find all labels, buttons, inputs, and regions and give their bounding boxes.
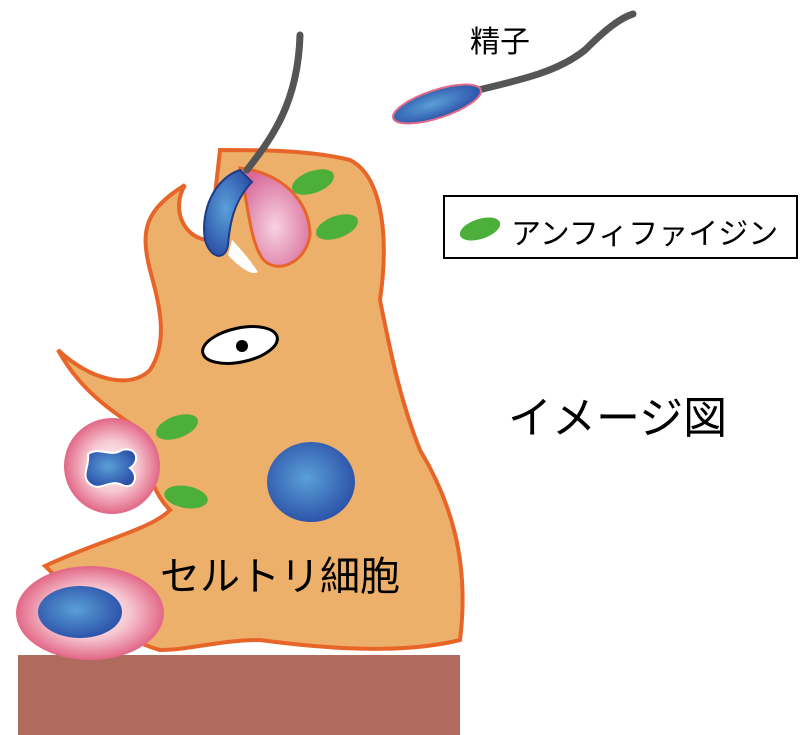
basement-membrane (18, 655, 460, 735)
sperm-label: 精子 (470, 25, 530, 60)
germ-cell-bottom-nucleus (38, 586, 122, 638)
germ-cell-middle-nucleus (85, 449, 136, 486)
blue-nucleus (267, 442, 355, 522)
sertoli-cell-label: セルトリ細胞 (160, 554, 400, 600)
legend: アンフィファイジン (443, 195, 798, 259)
nucleolus (236, 340, 248, 352)
legend-item-amphiphysin: アンフィファイジン (511, 209, 778, 253)
image-caption: イメージ図 (508, 382, 727, 446)
green-ellipse-icon (457, 213, 503, 245)
free-sperm-head (389, 76, 485, 131)
